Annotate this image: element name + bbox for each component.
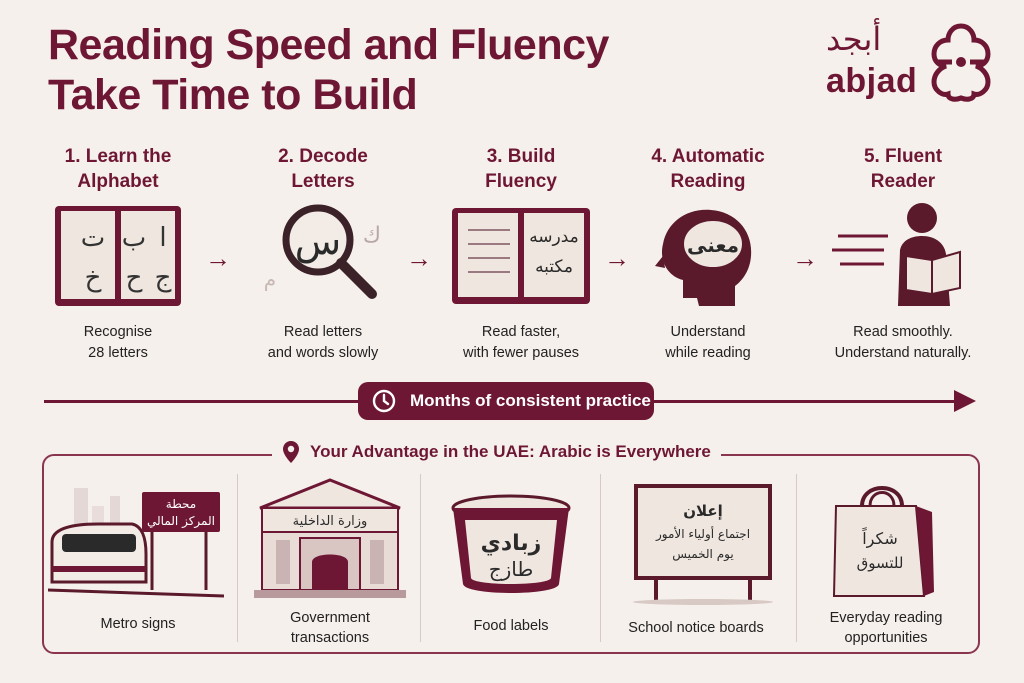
step-automatic-reading: 4. Automatic Reading معنى Understand whi… xyxy=(623,144,793,364)
step-fluent-reader: 5. Fluent Reader Read smoothly. Understa… xyxy=(818,144,988,364)
clock-icon xyxy=(372,389,396,413)
food-label-line-1: زبادي xyxy=(481,531,542,556)
government-building-icon: وزارة الداخلية xyxy=(254,478,406,598)
step-title: 5. Fluent Reader xyxy=(863,146,943,192)
abjad-logo: أبجد abjad xyxy=(826,20,996,102)
timeline-text: Months of consistent practice xyxy=(410,391,651,410)
right-arrow-icon: → xyxy=(205,243,231,273)
title-line-2: Take Time to Build xyxy=(48,71,418,119)
letter-jeem: ج xyxy=(155,263,172,293)
letter-meem-faded: م xyxy=(264,267,276,291)
metro-sign-line-2: المركز المالي xyxy=(147,514,215,529)
divider xyxy=(600,474,601,642)
right-arrow-icon: → xyxy=(406,243,432,273)
letter-kha: خ xyxy=(85,263,102,293)
letter-seen: س xyxy=(295,219,341,263)
notice-line-2: اجتماع أولياء الأمور xyxy=(655,526,750,542)
advantage-label: Food labels xyxy=(473,618,549,634)
magnifier-illustration: س ك م xyxy=(238,200,408,312)
page-title: Reading Speed and Fluency Take Time to B… xyxy=(48,20,609,120)
advantage-item-food: زبادي طازج Food labels xyxy=(421,472,601,648)
advantage-label: Government transactions xyxy=(290,610,370,646)
food-label-line-2: طازج xyxy=(489,557,534,581)
fluency-book-illustration: مدرسه مكتبه xyxy=(436,200,606,312)
step-description: Read faster, with fewer pauses xyxy=(462,324,580,361)
logo-arabic: أبجد xyxy=(826,20,882,58)
advantage-title: Your Advantage in the UAE: Arabic is Eve… xyxy=(310,442,711,461)
bag-text-line-1: شكراً xyxy=(861,526,897,549)
advantage-item-school: إعلان اجتماع أولياء الأمور يوم الخميس Sc… xyxy=(606,472,786,648)
magnifying-glass-icon: س ك م xyxy=(264,204,381,299)
step-description: Read letters and words slowly xyxy=(267,324,379,361)
government-sign: وزارة الداخلية xyxy=(293,514,368,529)
step-title: 3. Build Fluency xyxy=(485,146,557,192)
letter-kaf-faded: ك xyxy=(363,223,381,248)
advantage-item-government: وزارة الداخلية Government transactions xyxy=(240,472,420,648)
advantage-label: School notice boards xyxy=(628,620,764,636)
right-arrow-icon: → xyxy=(792,243,818,273)
step-description: Recognise 28 letters xyxy=(83,324,153,361)
timeline-arrowhead xyxy=(954,390,976,412)
title-line-1: Reading Speed and Fluency xyxy=(48,21,609,69)
step-learn-alphabet: 1. Learn the Alphabet ا ب ت ج ح خ Recogn… xyxy=(33,144,203,364)
timeline-label: Months of consistent practice xyxy=(358,382,654,420)
open-book-icon: ا ب ت ج ح خ xyxy=(55,206,181,306)
logo-english: abjad xyxy=(826,62,918,100)
bag-text-line-2: للتسوق xyxy=(857,554,904,572)
right-arrow-icon: → xyxy=(604,243,630,273)
letter-ta: ت xyxy=(81,223,105,253)
metro-sign-line-1: محطة xyxy=(166,497,196,511)
letter-ha: ح xyxy=(126,263,143,293)
advantage-header: Your Advantage in the UAE: Arabic is Eve… xyxy=(272,440,721,464)
shopping-bag-icon: شكراً للتسوق xyxy=(832,486,934,597)
head-illustration: معنى xyxy=(623,200,793,312)
person-reading-icon xyxy=(832,203,961,306)
step-build-fluency: 3. Build Fluency مدرسه مكتبه Read faster… xyxy=(436,144,606,364)
divider xyxy=(796,474,797,642)
advantage-label: Everyday reading opportunities xyxy=(829,610,943,646)
step-description: Read smoothly. Understand naturally. xyxy=(834,324,972,361)
advantage-item-everyday: شكراً للتسوق Everyday reading opportunit… xyxy=(796,472,976,648)
step-title: 4. Automatic Reading xyxy=(651,146,765,192)
divider xyxy=(420,474,421,642)
divider xyxy=(237,474,238,642)
alphabet-book-illustration: ا ب ت ج ح خ xyxy=(33,200,203,312)
step-description: Understand while reading xyxy=(665,324,751,361)
logo-mark-icon xyxy=(931,23,991,102)
reader-illustration xyxy=(818,200,988,312)
letter-alif: ا xyxy=(159,223,166,253)
head-brain-icon: معنى xyxy=(655,209,752,306)
location-pin-icon xyxy=(283,441,299,463)
advantage-item-metro: محطة المركز المالي Metro signs xyxy=(48,472,228,648)
word-maktaba: مكتبه xyxy=(535,257,573,277)
letter-ba: ب xyxy=(122,223,146,253)
advantage-label: Metro signs xyxy=(100,616,176,632)
metro-train-icon: محطة المركز المالي xyxy=(48,488,225,598)
notice-line-3: يوم الخميس xyxy=(672,547,733,562)
step-title: 1. Learn the Alphabet xyxy=(64,146,172,192)
yogurt-cup-icon: زبادي طازج xyxy=(451,494,571,593)
notice-line-1: إعلان xyxy=(683,502,723,520)
word-madrasa: مدرسه xyxy=(529,227,579,247)
step-title: 2. Decode Letters xyxy=(278,146,368,192)
notice-board-icon: إعلان اجتماع أولياء الأمور يوم الخميس xyxy=(633,484,773,605)
open-book-icon: مدرسه مكتبه xyxy=(452,208,590,304)
step-decode-letters: 2. Decode Letters س ك م Read letters and… xyxy=(238,144,408,364)
word-maana: معنى xyxy=(687,233,739,257)
